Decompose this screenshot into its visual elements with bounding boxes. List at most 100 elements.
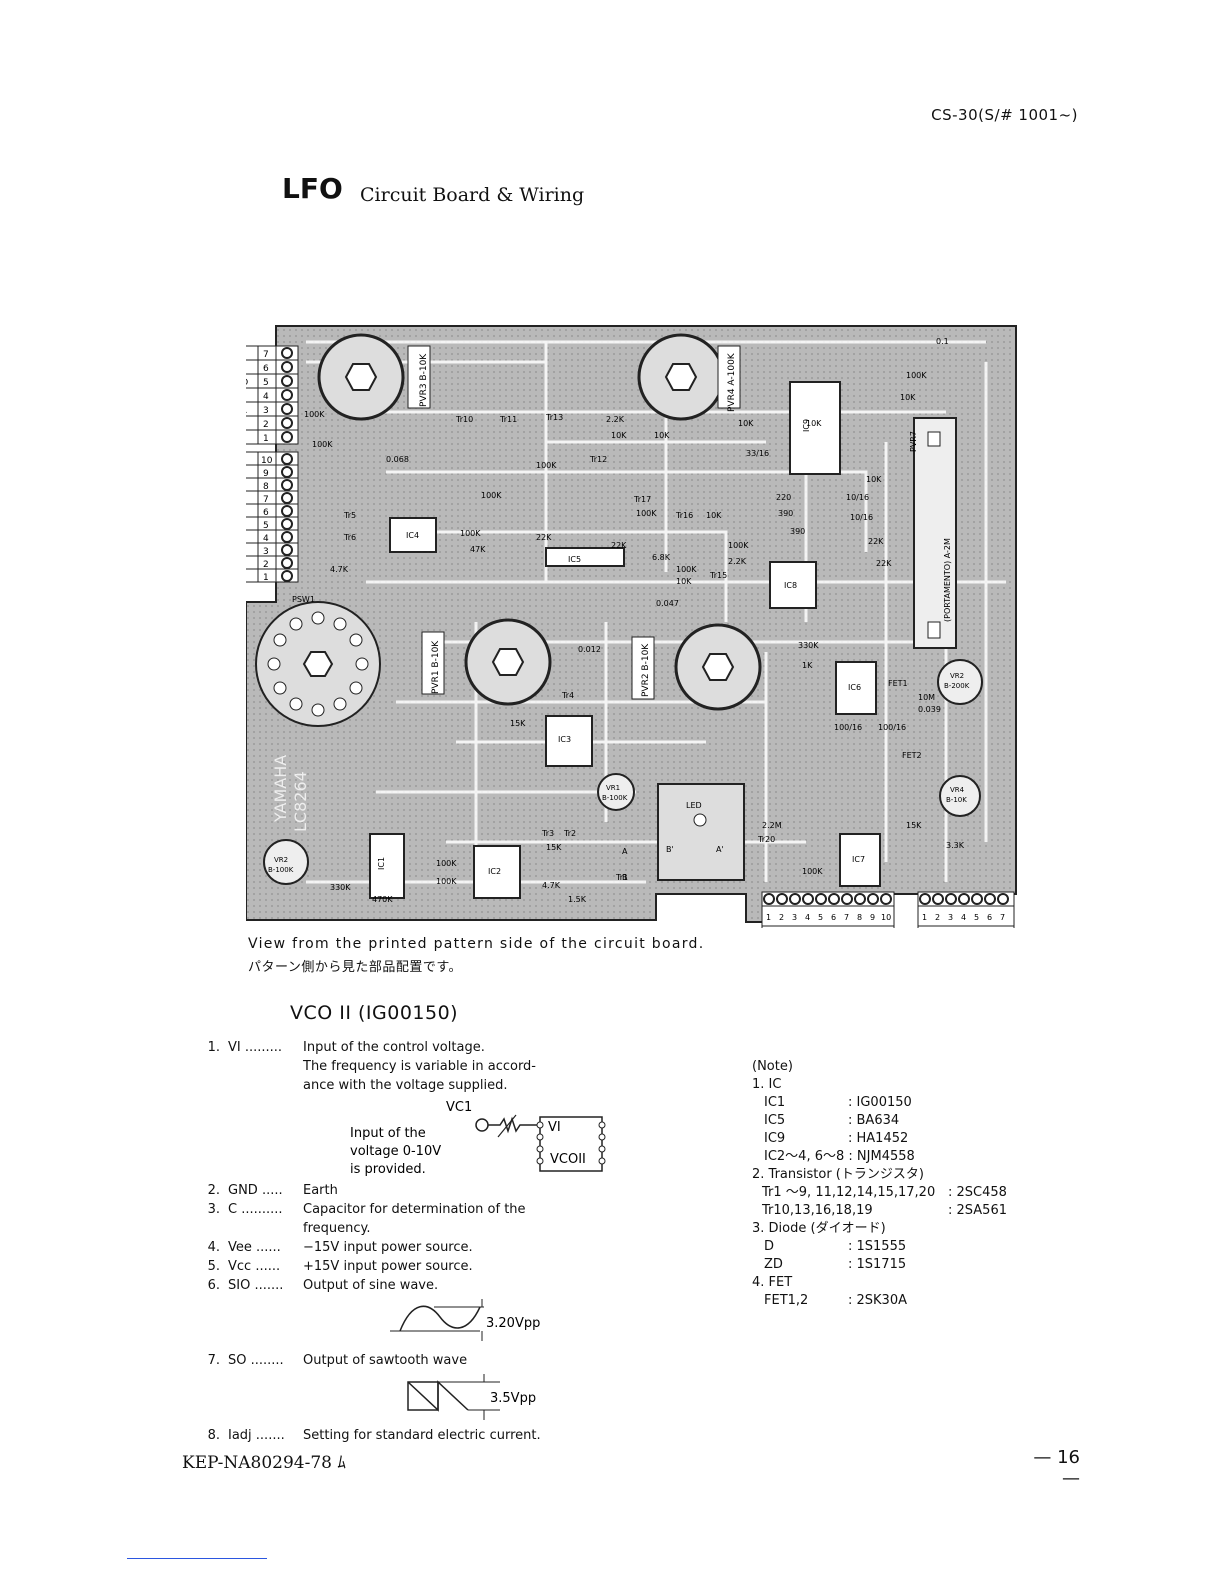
svg-text:0.047: 0.047 xyxy=(656,599,679,608)
svg-text:2: 2 xyxy=(263,560,269,570)
svg-text:B-200K: B-200K xyxy=(944,682,970,690)
svg-text:ETO: ETO xyxy=(246,378,248,388)
svg-text:100K: 100K xyxy=(636,509,657,518)
svg-text:A: A xyxy=(622,847,628,856)
svg-text:390: 390 xyxy=(778,509,793,518)
svg-text:10: 10 xyxy=(261,456,273,466)
board-brand: YAMAHA xyxy=(271,755,290,823)
svg-text:10K: 10K xyxy=(611,431,627,440)
svg-text:15K: 15K xyxy=(906,821,922,830)
svg-text:10/16: 10/16 xyxy=(850,513,873,522)
svg-text:PVR7: PVR7 xyxy=(909,431,918,452)
svg-text:4.7K: 4.7K xyxy=(542,881,561,890)
svg-text:VR2: VR2 xyxy=(274,856,288,864)
svg-text:100/16: 100/16 xyxy=(878,723,906,732)
svg-text:390: 390 xyxy=(790,527,805,536)
svg-text:10/16: 10/16 xyxy=(846,493,869,502)
vco-section-title: VCO II (IG00150) xyxy=(290,1002,459,1024)
svg-text:B: B xyxy=(622,873,628,882)
svg-text:2: 2 xyxy=(935,913,940,922)
svg-text:100K: 100K xyxy=(312,440,333,449)
svg-text:VI: VI xyxy=(548,1120,561,1135)
link-underline[interactable] xyxy=(127,1558,267,1559)
svg-text:Tr16: Tr16 xyxy=(675,511,693,520)
svg-text:22K: 22K xyxy=(611,541,627,550)
svg-text:1: 1 xyxy=(766,913,771,922)
svg-text:VCOII: VCOII xyxy=(550,1152,586,1167)
svg-text:10K: 10K xyxy=(738,419,754,428)
svg-text:10K: 10K xyxy=(654,431,670,440)
svg-text:10: 10 xyxy=(881,913,891,922)
svg-text:100K: 100K xyxy=(802,867,823,876)
svg-text:PVR1 B-10K: PVR1 B-10K xyxy=(431,640,441,694)
svg-text:22K: 22K xyxy=(876,559,892,568)
svg-text:1.5K: 1.5K xyxy=(568,895,587,904)
notes-fet-heading: 4. FET xyxy=(752,1275,793,1290)
svg-text:B-100K: B-100K xyxy=(268,866,294,874)
board-caption-ja: パターン側から見た部品配置です。 xyxy=(248,960,463,975)
svg-text:Tr12: Tr12 xyxy=(589,455,607,464)
svg-text:330K: 330K xyxy=(798,641,819,650)
svg-text:6: 6 xyxy=(263,364,269,374)
notes-ic-heading: 1. IC xyxy=(752,1077,782,1092)
svg-text:100K: 100K xyxy=(436,877,457,886)
svg-text:7: 7 xyxy=(263,350,269,360)
pin-5: 5. Vcc ...... +15V input power source. xyxy=(207,1259,473,1274)
svg-text:IC6: IC6 xyxy=(848,683,861,692)
pin-8: 8. Iadj ....... Setting for standard ele… xyxy=(207,1428,541,1443)
note-row: IC1: IG00150 xyxy=(764,1095,912,1110)
svg-text:IC2: IC2 xyxy=(488,867,501,876)
svg-text:8: 8 xyxy=(263,482,269,492)
svg-text:B-100K: B-100K xyxy=(602,794,628,802)
svg-text:7: 7 xyxy=(844,913,849,922)
svg-text:2: 2 xyxy=(779,913,784,922)
svg-text:Tr15: Tr15 xyxy=(709,571,727,580)
svg-text:PSW1: PSW1 xyxy=(292,595,315,604)
svg-text:IC1: IC1 xyxy=(377,857,386,870)
svg-text:3.3K: 3.3K xyxy=(946,841,965,850)
svg-text:KTR: KTR xyxy=(246,406,247,416)
svg-text:100K: 100K xyxy=(304,410,325,419)
svg-text:PVR3 B-10K: PVR3 B-10K xyxy=(419,353,429,407)
svg-text:4: 4 xyxy=(263,392,269,402)
svg-text:VC1: VC1 xyxy=(446,1100,472,1115)
pin-6: 6. SIO ....... Output of sine wave. xyxy=(207,1278,439,1293)
svg-text:Tr17: Tr17 xyxy=(633,495,651,504)
svg-text:0.068: 0.068 xyxy=(386,455,409,464)
svg-text:2: 2 xyxy=(263,420,269,430)
svg-text:VR2: VR2 xyxy=(950,672,964,680)
svg-text:3: 3 xyxy=(792,913,797,922)
svg-text:0.039: 0.039 xyxy=(918,705,941,714)
svg-text:Tr4: Tr4 xyxy=(561,691,574,700)
svg-text:6: 6 xyxy=(987,913,992,922)
notes-heading: (Note) xyxy=(752,1059,793,1074)
svg-text:10M: 10M xyxy=(918,693,935,702)
svg-text:3: 3 xyxy=(948,913,953,922)
parts-notes: (Note) 1. IC IC1: IG00150 IC5: BA634 IC9… xyxy=(752,1058,1052,1310)
svg-text:10K: 10K xyxy=(900,393,916,402)
svg-text:5: 5 xyxy=(263,378,269,388)
svg-text:3.5Vpp: 3.5Vpp xyxy=(490,1391,536,1406)
svg-text:A': A' xyxy=(716,845,724,854)
svg-text:VR4: VR4 xyxy=(950,786,965,794)
svg-text:FET2: FET2 xyxy=(902,751,922,760)
svg-text:220: 220 xyxy=(776,493,791,502)
pot-pvr2: PVR2 B-10K xyxy=(631,623,762,711)
svg-text:1: 1 xyxy=(263,573,269,583)
svg-text:voltage 0-10V: voltage 0-10V xyxy=(350,1144,441,1159)
pin-3: 3. C .......... Capacitor for determinat… xyxy=(207,1202,526,1236)
svg-text:470K: 470K xyxy=(372,895,393,904)
board-part-no: LC8264 xyxy=(291,771,310,832)
svg-text:100K: 100K xyxy=(728,541,749,550)
svg-text:3.20Vpp: 3.20Vpp xyxy=(486,1316,540,1331)
svg-text:Tr6: Tr6 xyxy=(343,533,356,542)
svg-text:8: 8 xyxy=(857,913,862,922)
svg-text:IC5: IC5 xyxy=(568,555,581,564)
svg-text:10K: 10K xyxy=(806,419,822,428)
svg-text:6.8K: 6.8K xyxy=(652,553,671,562)
svg-text:15K: 15K xyxy=(510,719,526,728)
svg-text:IC3: IC3 xyxy=(558,735,571,744)
